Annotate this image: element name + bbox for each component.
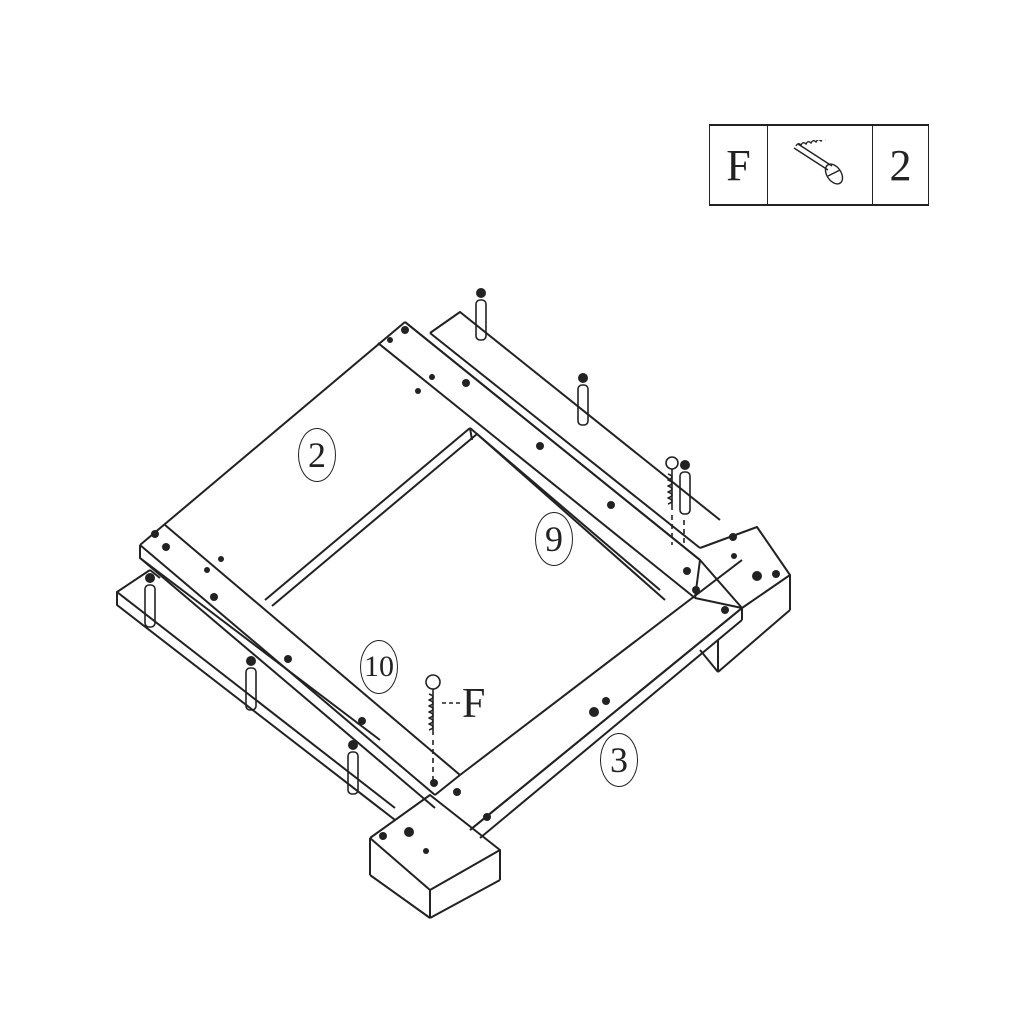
dowel-heads	[145, 288, 690, 750]
frame-opening	[264, 427, 666, 607]
part-label-3: 3	[600, 733, 638, 787]
screw-callout-label: F	[462, 681, 486, 727]
rail-10	[139, 524, 461, 809]
part-label-10: 10	[360, 640, 398, 694]
hardware-table: F 2	[709, 124, 929, 206]
hardware-quantity: 2	[889, 140, 912, 190]
top-panel	[139, 321, 701, 741]
base-3	[459, 559, 743, 831]
dowels	[144, 299, 691, 795]
part-label-9: 9	[535, 512, 573, 566]
back-base-board	[429, 311, 721, 549]
holes	[151, 326, 780, 854]
hardware-code: F	[710, 126, 768, 204]
part-label-2: 2	[298, 428, 336, 482]
front-block	[369, 794, 501, 919]
right-block	[699, 526, 791, 673]
screw-icon	[768, 126, 873, 204]
screw-right	[665, 456, 685, 545]
screw-f	[425, 674, 462, 780]
